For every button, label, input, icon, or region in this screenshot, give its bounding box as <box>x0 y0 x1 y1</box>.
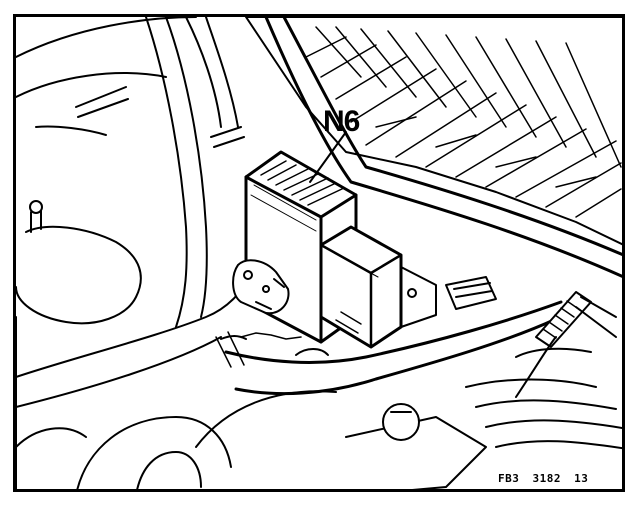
ribbed-hose <box>515 291 617 398</box>
figure-code: FB3 3182 13 <box>498 472 589 485</box>
engine-bay-illustration <box>16 17 622 489</box>
callout-label-n6: N6 <box>323 105 360 138</box>
illustration-frame: N6 FB3 3182 13 <box>13 14 625 492</box>
intake-plenum <box>245 17 622 278</box>
plenum-rib-pattern <box>305 26 622 218</box>
left-fender <box>16 17 257 489</box>
callout-leader <box>309 131 347 183</box>
wiring-harness <box>215 300 563 396</box>
reservoir <box>16 200 142 325</box>
mounting-bracket <box>400 266 497 328</box>
upper-hoses <box>35 17 245 328</box>
lower-engine <box>16 347 622 489</box>
relay-connector <box>232 259 290 315</box>
